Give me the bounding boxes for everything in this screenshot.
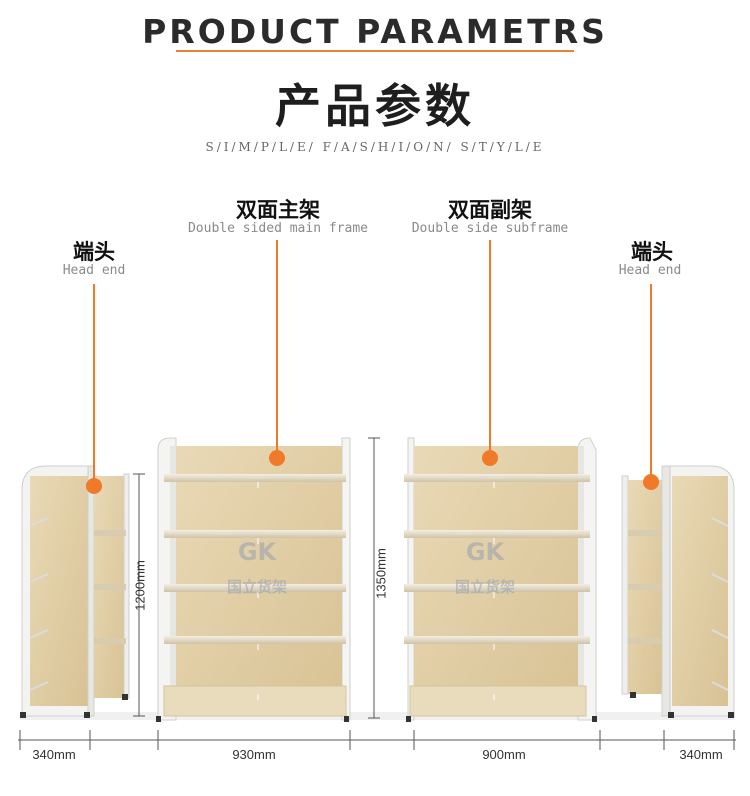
main-frame-pointer-line	[276, 240, 278, 458]
watermark-logo-right: GK	[465, 538, 505, 566]
sub-frame-pointer-dot	[482, 450, 498, 466]
left-end-label-cn: 端头	[73, 240, 115, 264]
main-frame-label-cn: 双面主架	[236, 198, 320, 222]
sub-back-panel	[414, 446, 578, 714]
sub-shelves	[404, 474, 590, 717]
title-chinese: 产品参数	[275, 79, 475, 133]
left-end-width-label: 340mm	[32, 747, 76, 762]
watermark-logo-left: GK	[237, 538, 277, 566]
left-end-label-en: Head end	[62, 263, 126, 278]
main-frame-pointer-dot	[269, 450, 285, 466]
sub-frame-label-cn: 双面副架	[448, 198, 532, 222]
main-frame-unit	[156, 437, 351, 722]
watermark-text-left: 国立货架	[226, 578, 287, 596]
main-frame-label-en: Double sided main frame	[187, 221, 368, 236]
right-end-unit	[621, 465, 735, 718]
right-end-width-label: 340mm	[679, 747, 723, 762]
width-dimension-line	[18, 730, 736, 750]
title-english: PRODUCT PARAMETRS	[142, 12, 608, 51]
right-end-label-cn: 端头	[631, 240, 673, 264]
left-end-pointer-dot	[86, 478, 102, 494]
right-end-pointer-dot	[643, 474, 659, 490]
sub-width-label: 900mm	[482, 747, 526, 762]
watermark-text-right: 国立货架	[454, 578, 515, 596]
right-end-pointer-line	[650, 284, 652, 480]
left-end-panel	[30, 476, 88, 706]
sub-frame-unit	[404, 437, 597, 722]
main-height-label: 1350mm	[373, 548, 389, 599]
right-end-label-en: Head end	[618, 263, 682, 278]
right-end-panel	[672, 476, 728, 706]
title-underline	[176, 50, 574, 52]
height-dimension-lines	[133, 437, 380, 719]
left-end-pointer-line	[93, 284, 95, 486]
left-end-unit	[20, 465, 130, 718]
main-shelves	[163, 474, 347, 717]
floor-shadow	[20, 712, 735, 720]
main-width-label: 930mm	[232, 747, 276, 762]
main-back-panel	[176, 446, 342, 714]
subtitle: S/I/M/P/L/E/ F/A/S/H/I/O/N/ S/T/Y/L/E	[205, 140, 545, 154]
end-height-label: 1200mm	[132, 560, 148, 611]
sub-frame-label-en: Double side subframe	[411, 221, 569, 236]
sub-frame-pointer-line	[489, 240, 491, 458]
